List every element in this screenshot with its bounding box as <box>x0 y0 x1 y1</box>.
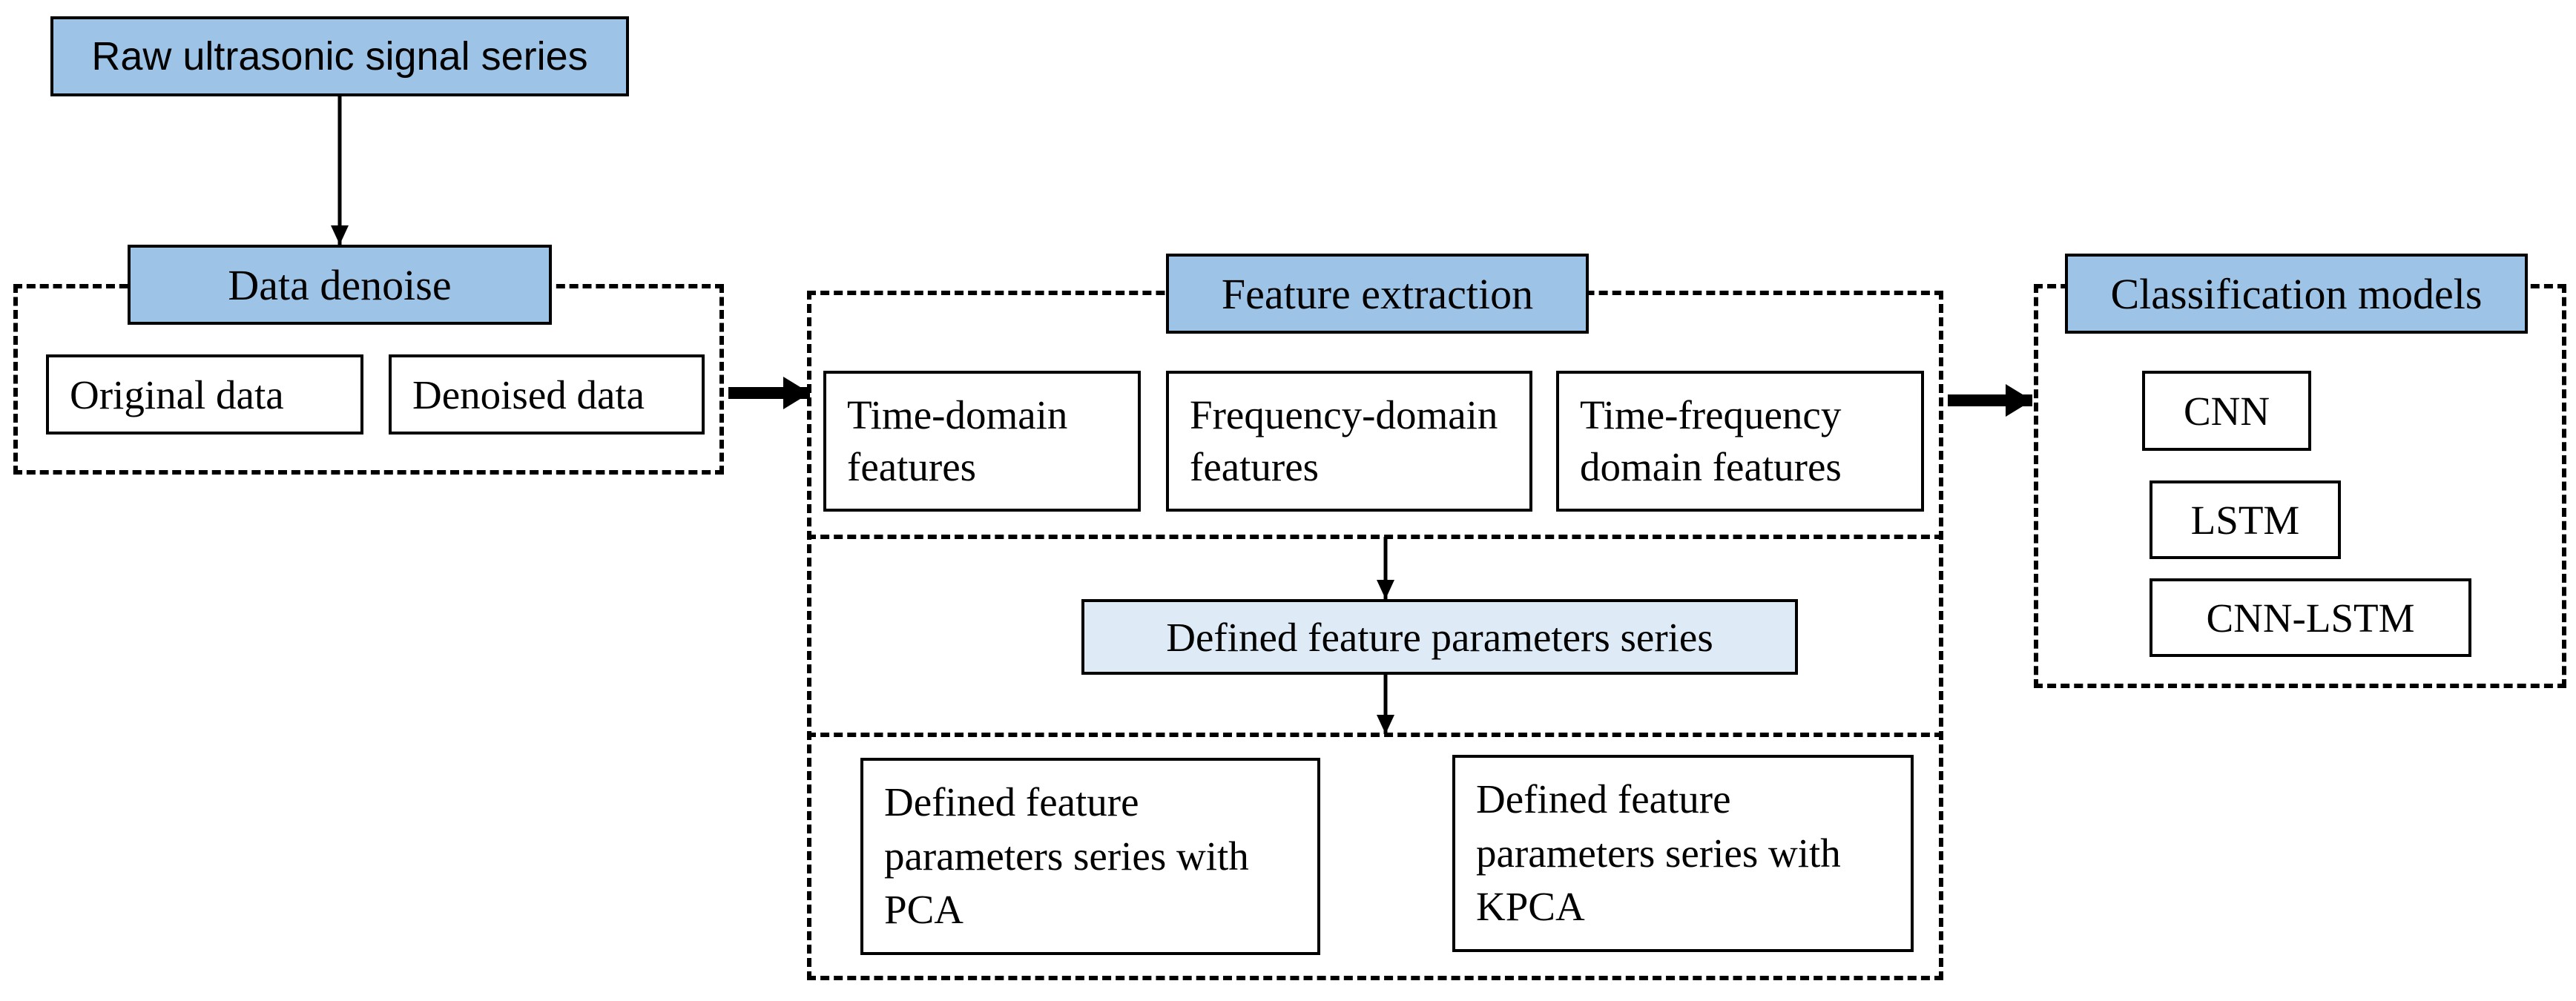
original-data-node: Original data <box>46 354 363 435</box>
kpca-series-node: Defined feature parameters series with K… <box>1452 755 1914 952</box>
classification-models-title: Classification models <box>2065 254 2528 334</box>
frequency-domain-features-node: Frequency-domain features <box>1166 371 1532 512</box>
cnn-lstm-model-node: CNN-LSTM <box>2150 578 2471 657</box>
feature-group-divider-2 <box>807 733 1943 737</box>
lstm-model-node: LSTM <box>2150 480 2341 559</box>
denoised-data-node: Denoised data <box>389 354 705 435</box>
time-frequency-domain-features-node: Time-frequency domain features <box>1556 371 1924 512</box>
feature-extraction-title: Feature extraction <box>1166 254 1589 334</box>
cnn-model-node: CNN <box>2142 371 2311 451</box>
data-denoise-title: Data denoise <box>128 245 552 325</box>
defined-feature-parameters-series-node: Defined feature parameters series <box>1081 599 1798 675</box>
time-domain-features-node: Time-domain features <box>823 371 1141 512</box>
feature-group-divider-1 <box>807 535 1943 539</box>
pca-series-node: Defined feature parameters series with P… <box>860 758 1320 955</box>
raw-signal-node: Raw ultrasonic signal series <box>50 16 629 96</box>
